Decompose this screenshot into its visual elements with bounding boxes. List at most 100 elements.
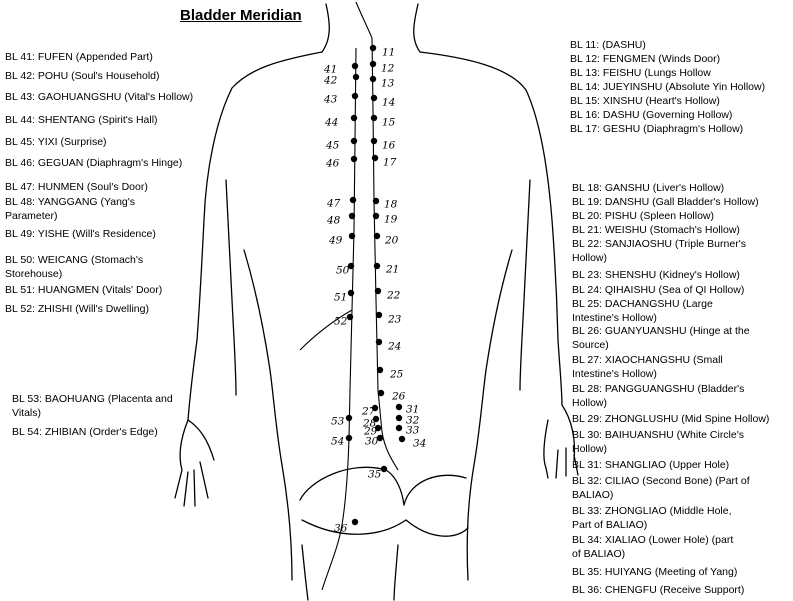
acupoint-dot (350, 114, 358, 122)
acupoint-number: 18 (384, 199, 398, 211)
right-label: BL 12: FENGMEN (Winds Door) (570, 53, 721, 65)
acupoint-dot (373, 232, 381, 240)
left-label: BL 50: WEICANG (Stomach's (5, 254, 144, 266)
acupoint-number: 52 (334, 316, 348, 328)
acupoint-number: 14 (382, 97, 395, 109)
left-label: BL 42: POHU (Soul's Household) (5, 70, 160, 82)
acupoint-number: 34 (413, 438, 426, 450)
acupoint-number: 21 (385, 264, 399, 276)
right-label: BL 11: (DASHU) (570, 39, 646, 51)
left-label: BL 46: GEGUAN (Diaphragm's Hinge) (5, 157, 183, 169)
acupoint-number: 25 (389, 369, 404, 381)
acupoint-dot (372, 415, 380, 423)
acupoint-dot (395, 403, 403, 411)
right-label: Intestine's Hollow) (572, 312, 657, 324)
right-label: Part of BALIAO) (572, 519, 648, 531)
acupoint-dot (373, 262, 381, 270)
neck-meridian-line (355, 1, 373, 39)
left-label: BL 51: HUANGMEN (Vitals' Door) (5, 284, 163, 296)
acupoint-number: 45 (325, 140, 340, 152)
acupoint-dot (347, 289, 355, 297)
acupoint-number: 43 (323, 94, 338, 106)
right-label: BL 19: DANSHU (Gall Bladder's Hollow) (572, 196, 759, 208)
right-label: Hollow) (572, 443, 608, 455)
acupoint-number: 26 (391, 391, 406, 403)
right-label: BL 28: PANGGUANGSHU (Bladder's (572, 383, 745, 395)
right-label: Intestine's Hollow) (572, 368, 657, 380)
left-label: BL 47: HUNMEN (Soul's Door) (5, 181, 148, 193)
acupoint-dot (395, 414, 403, 422)
acupoint-dot (376, 434, 384, 442)
acupoints: 1112131415161718192021222324252627282930… (323, 44, 426, 535)
right-label: Hollow) (572, 252, 608, 264)
acupoint-dot (369, 75, 377, 83)
acupoint-dot (351, 518, 359, 526)
acupoint-dot (374, 287, 382, 295)
acupoint-number: 11 (382, 47, 395, 59)
acupoint-number: 50 (336, 265, 350, 277)
acupoint-dot (371, 154, 379, 162)
right-label: BL 23: SHENSHU (Kidney's Hollow) (572, 269, 740, 281)
right-label: of BALIAO) (572, 548, 626, 560)
acupoint-dot (351, 92, 359, 100)
right-label: BL 33: ZHONGLIAO (Middle Hole, (572, 505, 732, 517)
acupoint-dot (369, 44, 377, 52)
acupoint-number: 49 (328, 235, 343, 247)
acupoint-number: 35 (368, 469, 382, 481)
right-label: BL 14: JUEYINSHU (Absolute Yin Hollow) (570, 81, 766, 93)
outer-meridian-line (348, 47, 357, 439)
acupoint-number: 33 (406, 425, 420, 437)
acupoint-dot (370, 94, 378, 102)
acupoint-dot (371, 404, 379, 412)
left-label: BL 53: BAOHUANG (Placenta and (12, 393, 173, 405)
left-label: BL 49: YISHE (Will's Residence) (5, 228, 156, 240)
acupoint-number: 24 (387, 341, 401, 353)
meridian-lines (299, 1, 399, 591)
right-label: Hollow) (572, 397, 608, 409)
acupoint-number: 53 (331, 416, 345, 428)
right-label: BL 21: WEISHU (Stomach's Hollow) (572, 224, 740, 236)
acupoint-dot (377, 389, 385, 397)
right-label: BL 29: ZHONGLUSHU (Mid Spine Hollow) (572, 413, 770, 425)
left-label: Storehouse) (5, 268, 63, 280)
acupoint-dot (352, 73, 360, 81)
right-label: BL 17: GESHU (Diaphragm's Hollow) (570, 123, 744, 135)
acupoint-number: 54 (331, 436, 344, 448)
left-label: BL 44: SHENTANG (Spirit's Hall) (5, 114, 158, 126)
right-label: BL 24: QIHAISHU (Sea of QI Hollow) (572, 284, 745, 296)
acupoint-number: 44 (324, 117, 338, 129)
acupoint-dot (372, 197, 380, 205)
right-label: BL 34: XIALIAO (Lower Hole) (part (572, 534, 734, 546)
acupoint-dot (345, 414, 353, 422)
left-label: BL 54: ZHIBIAN (Order's Edge) (12, 426, 158, 438)
right-label: BL 18: GANSHU (Liver's Hollow) (572, 182, 725, 194)
right-label: BL 25: DACHANGSHU (Large (572, 298, 713, 310)
acupoint-dot (375, 338, 383, 346)
left-label: BL 52: ZHISHI (Will's Dwelling) (5, 303, 149, 315)
left-label: BL 48: YANGGANG (Yang's (5, 196, 136, 208)
acupoint-dot (350, 137, 358, 145)
acupoint-dot (348, 212, 356, 220)
acupoint-dot (349, 196, 357, 204)
leg-meridian-line (321, 437, 350, 591)
right-label: BALIAO) (572, 489, 614, 501)
left-label: BL 43: GAOHUANGSHU (Vital's Hollow) (5, 91, 194, 103)
acupoint-dot (350, 155, 358, 163)
acupoint-number: 48 (326, 215, 341, 227)
acupoint-number: 13 (381, 78, 395, 90)
right-label: BL 31: SHANGLIAO (Upper Hole) (572, 459, 730, 471)
acupoint-dot (398, 435, 406, 443)
lateral-branch-line (299, 309, 353, 351)
acupoint-number: 30 (365, 436, 379, 448)
acupoint-dot (376, 366, 384, 374)
acupoint-number: 28 (362, 418, 377, 430)
left-label: Vitals) (12, 407, 41, 419)
acupoint-dot (348, 232, 356, 240)
acupoint-number: 20 (384, 235, 399, 247)
left-label: BL 41: FUFEN (Appended Part) (5, 51, 153, 63)
right-label: Source) (572, 339, 609, 351)
right-label: BL 30: BAIHUANSHU (White Circle's (572, 429, 744, 441)
acupoint-dot (351, 62, 359, 70)
acupoint-number: 46 (325, 158, 340, 170)
